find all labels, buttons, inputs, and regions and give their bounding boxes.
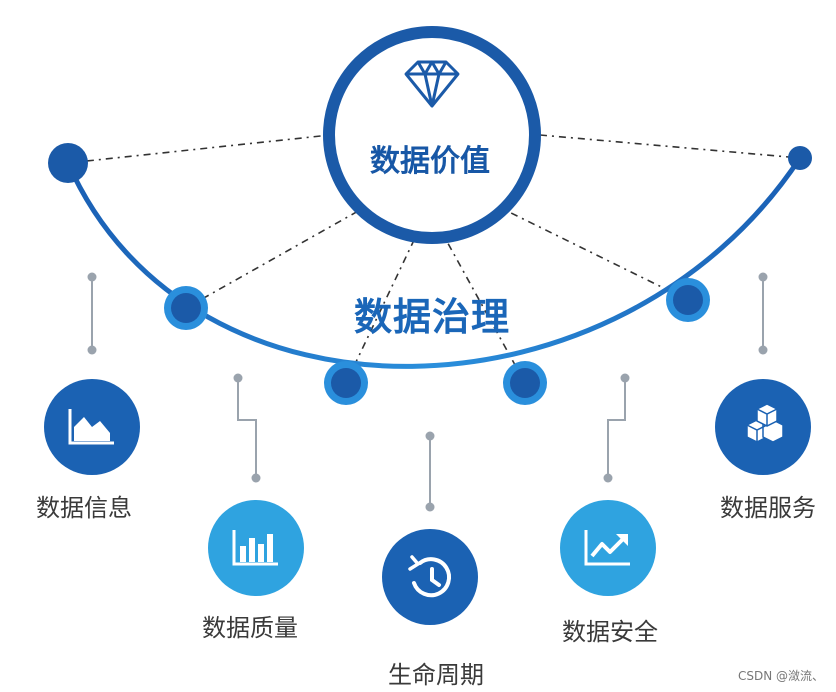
- item-circle-lifecycle: [382, 529, 478, 625]
- center-label: 数据价值: [370, 144, 490, 179]
- arc-node-4: [666, 278, 710, 322]
- center-ring: [323, 26, 541, 244]
- diagram-title: 数据治理: [353, 295, 511, 339]
- item-label-lifecycle: 生命周期: [388, 661, 484, 689]
- history-icon: [408, 555, 451, 598]
- connector-2: [233, 373, 261, 483]
- cubes-icon: [746, 403, 784, 443]
- arc-node-3: [503, 361, 547, 405]
- item-circle-quality: [208, 500, 304, 596]
- arc-node-1: [164, 286, 208, 330]
- watermark: CSDN @潋流、: [737, 669, 824, 683]
- governance-arc: [65, 156, 803, 369]
- link-node-3: [444, 237, 526, 384]
- area-chart-icon: [68, 409, 114, 445]
- arc-end-right: [788, 146, 812, 170]
- link-node-1: [185, 209, 361, 309]
- diamond-icon: [404, 60, 460, 108]
- item-label-security: 数据安全: [562, 618, 658, 646]
- bar-chart-icon: [232, 530, 278, 566]
- arc-node-2: [324, 361, 368, 405]
- item-label-info: 数据信息: [36, 494, 132, 522]
- item-label-service: 数据服务: [720, 494, 816, 522]
- connectors: [87, 272, 768, 512]
- trend-up-icon: [584, 530, 630, 566]
- connector-4: [603, 373, 630, 483]
- link-right-end: [539, 134, 801, 159]
- link-node-2: [345, 237, 416, 384]
- dash-dot-links: [67, 134, 801, 384]
- arc-end-left: [48, 143, 88, 183]
- connector-1: [87, 272, 97, 355]
- connector-5: [758, 272, 768, 355]
- item-label-quality: 数据质量: [202, 614, 298, 642]
- connector-3: [425, 431, 435, 512]
- link-left-end: [67, 134, 331, 164]
- link-node-4: [504, 209, 689, 301]
